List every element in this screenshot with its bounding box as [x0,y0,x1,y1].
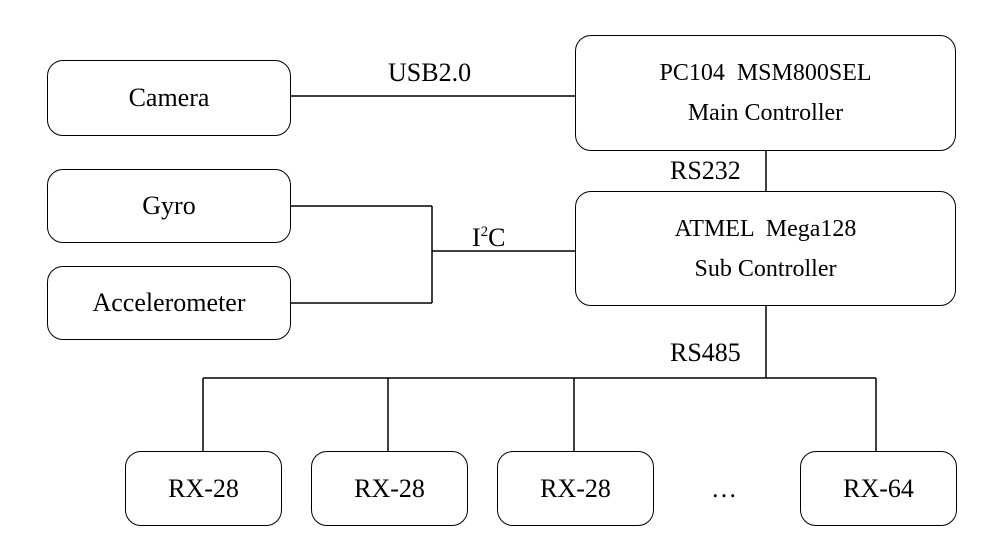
i2c-label-base: I [472,223,481,252]
main-controller-model: PC104 MSM800SEL [659,60,872,86]
servo-box-1: RX-28 [125,451,282,526]
gyro-box: Gyro [47,169,291,243]
main-controller-role: Main Controller [687,100,844,126]
i2c-label-superscript: 2 [480,224,489,240]
sub-controller-model: ATMEL Mega128 [674,215,857,242]
servo-box-3: RX-28 [497,451,654,526]
usb-label: USB2.0 [388,58,472,87]
i2c-label-tail: C [488,223,506,252]
servo-label-2: RX-28 [354,473,425,503]
camera-label: Camera [128,83,210,112]
rs232-label: RS232 [670,156,741,185]
accelerometer-label: Accelerometer [92,288,246,317]
servo-box-2: RX-28 [311,451,468,526]
gyro-label: Gyro [142,191,196,220]
main-controller-box: PC104 MSM800SEL Main Controller [575,35,956,151]
more-servos-ellipsis: … [711,474,737,503]
i2c-label: I2C [472,217,506,253]
servo-label-4: RX-64 [843,473,914,503]
accelerometer-box: Accelerometer [47,266,291,340]
camera-box: Camera [47,60,291,136]
servo-label-1: RX-28 [168,473,239,503]
rs485-label: RS485 [670,338,741,367]
sub-controller-box: ATMEL Mega128 Sub Controller [575,191,956,306]
sub-controller-role: Sub Controller [694,255,837,282]
servo-label-3: RX-28 [540,473,611,503]
servo-box-4: RX-64 [800,451,957,526]
